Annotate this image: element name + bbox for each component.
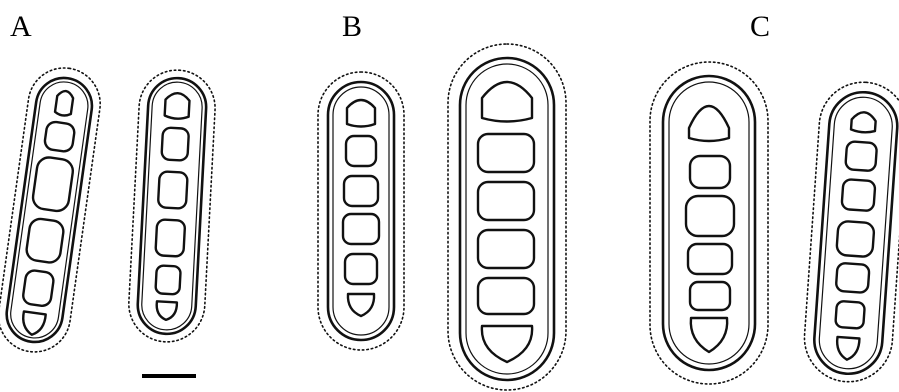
spore-wall: [328, 82, 394, 340]
spore-b1: [318, 72, 404, 350]
spore-c1: [650, 62, 768, 384]
spore-a1: [0, 63, 105, 356]
spore-wall: [663, 76, 755, 370]
spore-wall: [812, 90, 899, 376]
spore-a2: [127, 68, 217, 344]
spore-c2: [802, 79, 899, 384]
spore-b2: [448, 44, 566, 390]
